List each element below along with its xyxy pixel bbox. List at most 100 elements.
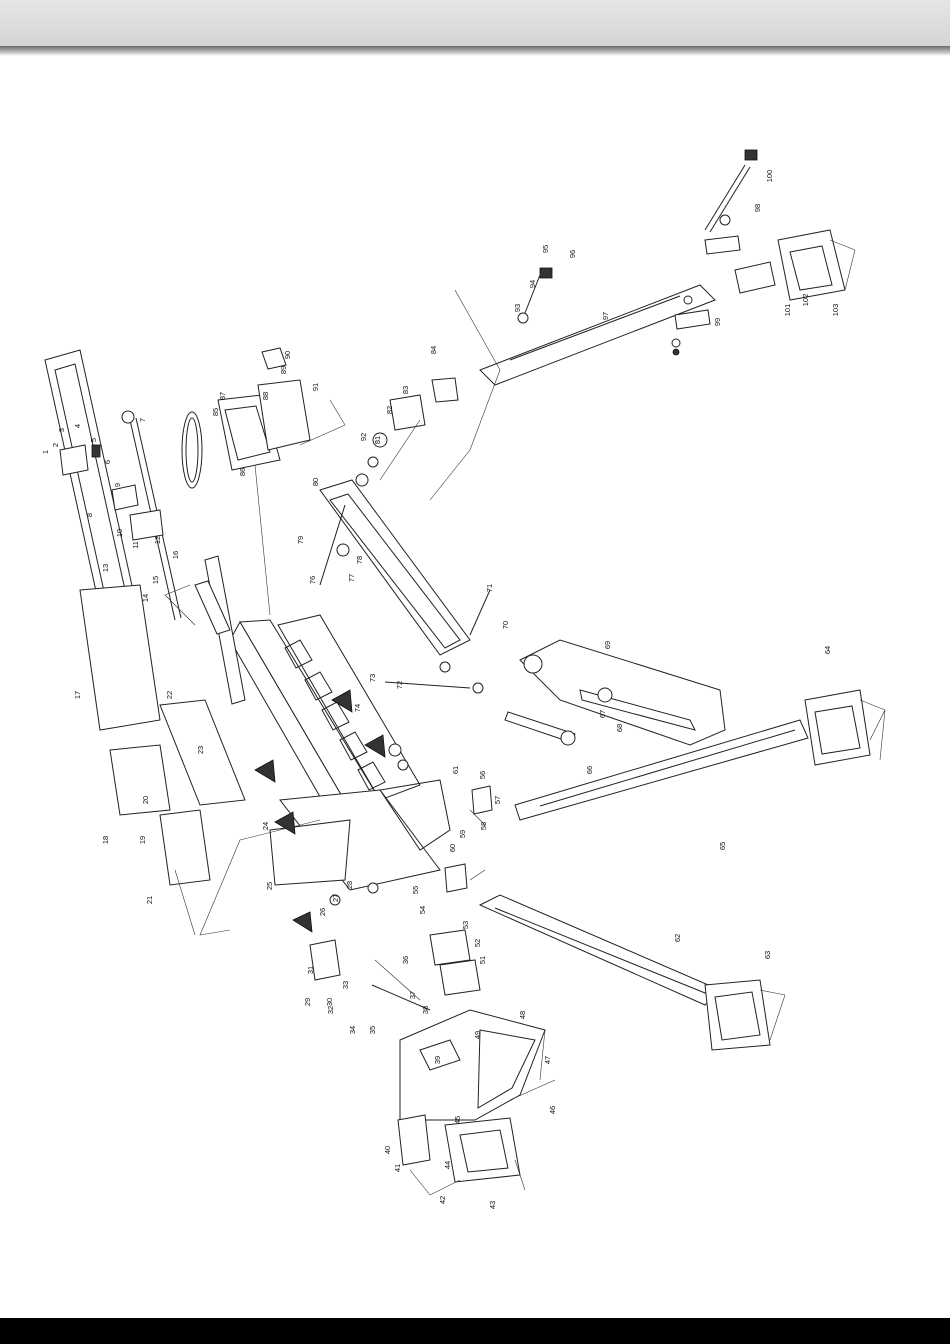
part-label-42: 42 bbox=[438, 1196, 447, 1204]
part-label-94: 94 bbox=[528, 280, 537, 288]
part-label-37: 37 bbox=[408, 991, 417, 999]
foot-63 bbox=[705, 980, 770, 1050]
part-label-76: 76 bbox=[308, 576, 317, 584]
part-label-12: 12 bbox=[153, 536, 162, 544]
part-label-54: 54 bbox=[418, 906, 427, 914]
footer-band bbox=[0, 1318, 950, 1344]
part-label-81: 81 bbox=[373, 436, 382, 444]
part-label-52: 52 bbox=[473, 939, 482, 947]
part-label-69: 69 bbox=[603, 641, 612, 649]
part-label-71: 71 bbox=[485, 584, 494, 592]
part-label-4: 4 bbox=[73, 424, 82, 428]
arm-75 bbox=[320, 480, 470, 655]
part-label-47: 47 bbox=[543, 1056, 552, 1064]
foot-102 bbox=[778, 230, 845, 300]
part-label-26: 26 bbox=[318, 908, 327, 916]
part-label-70: 70 bbox=[501, 621, 510, 629]
bracket-18 bbox=[110, 745, 170, 815]
part-label-80: 80 bbox=[311, 478, 320, 486]
tube-97 bbox=[480, 285, 715, 385]
part-label-88: 88 bbox=[261, 392, 270, 400]
part-label-60: 60 bbox=[448, 844, 457, 852]
block-56b bbox=[445, 864, 467, 892]
part-label-36: 36 bbox=[401, 956, 410, 964]
part-label-1: 1 bbox=[41, 450, 50, 454]
part-label-68: 68 bbox=[615, 724, 624, 732]
bracket-99a bbox=[705, 236, 740, 254]
part-label-28: 28 bbox=[345, 881, 354, 889]
part-label-100: 100 bbox=[765, 170, 774, 183]
part-label-9: 9 bbox=[113, 483, 122, 487]
part-label-57: 57 bbox=[493, 796, 502, 804]
part-label-95: 95 bbox=[541, 245, 550, 253]
part-label-18: 18 bbox=[101, 836, 110, 844]
part-label-64: 64 bbox=[823, 646, 832, 654]
part-label-89: 89 bbox=[279, 366, 288, 374]
part-label-82: 82 bbox=[385, 406, 394, 414]
clip-101 bbox=[735, 262, 775, 293]
part-label-86: 86 bbox=[238, 468, 247, 476]
part-label-55: 55 bbox=[411, 886, 420, 894]
part-label-2: 2 bbox=[51, 443, 60, 447]
bracket-84 bbox=[432, 378, 458, 402]
part-label-103: 103 bbox=[831, 304, 840, 317]
part-label-24: 24 bbox=[261, 822, 270, 830]
part-label-19: 19 bbox=[138, 836, 147, 844]
part-label-48: 48 bbox=[518, 1011, 527, 1019]
part-label-17: 17 bbox=[73, 691, 82, 699]
part-label-25: 25 bbox=[265, 882, 274, 890]
part-label-5: 5 bbox=[89, 438, 98, 442]
part-label-101: 101 bbox=[783, 304, 792, 317]
seat-assembly-87 bbox=[218, 348, 310, 470]
part-label-79: 79 bbox=[296, 536, 305, 544]
part-label-23: 23 bbox=[196, 746, 205, 754]
gusset-24c bbox=[255, 760, 275, 782]
part-label-6: 6 bbox=[103, 460, 112, 464]
block-56a bbox=[472, 786, 492, 814]
bottom-plate bbox=[160, 810, 210, 885]
part-label-44: 44 bbox=[443, 1161, 452, 1169]
part-label-91: 91 bbox=[311, 383, 320, 391]
part-label-77: 77 bbox=[347, 574, 356, 582]
part-label-10: 10 bbox=[115, 529, 124, 537]
part-label-66: 66 bbox=[585, 766, 594, 774]
part-label-40: 40 bbox=[383, 1146, 392, 1154]
part-label-15: 15 bbox=[151, 576, 160, 584]
part-label-78: 78 bbox=[355, 556, 364, 564]
part-label-99: 99 bbox=[713, 318, 722, 326]
part-label-53: 53 bbox=[461, 921, 470, 929]
part-label-61: 61 bbox=[451, 766, 460, 774]
part-label-14: 14 bbox=[141, 594, 150, 602]
part-label-22: 22 bbox=[165, 691, 174, 699]
gusset-23 bbox=[293, 912, 312, 932]
part-label-35: 35 bbox=[368, 1026, 377, 1034]
part-label-67: 67 bbox=[598, 710, 607, 718]
part-label-90: 90 bbox=[283, 351, 292, 359]
header-shadow bbox=[0, 46, 950, 56]
part-label-13: 13 bbox=[101, 564, 110, 572]
bracket-82 bbox=[390, 395, 425, 430]
part-label-85: 85 bbox=[211, 408, 220, 416]
part-label-32: 32 bbox=[326, 1006, 335, 1014]
part-label-65: 65 bbox=[718, 842, 727, 850]
part-label-58: 58 bbox=[479, 822, 488, 830]
part-label-98: 98 bbox=[753, 204, 762, 212]
part-label-96: 96 bbox=[568, 250, 577, 258]
part-label-11: 11 bbox=[131, 541, 140, 549]
plate-44 bbox=[445, 1118, 520, 1182]
part-label-7: 7 bbox=[138, 418, 147, 422]
part-label-72: 72 bbox=[395, 681, 404, 689]
part-label-93: 93 bbox=[513, 304, 522, 312]
spring-85 bbox=[182, 412, 202, 488]
part-label-56: 56 bbox=[478, 771, 487, 779]
part-label-31: 31 bbox=[306, 966, 315, 974]
part-label-97: 97 bbox=[601, 312, 610, 320]
part-label-74: 74 bbox=[353, 704, 362, 712]
part-label-49: 49 bbox=[473, 1031, 482, 1039]
block-51 bbox=[440, 960, 480, 995]
part-label-20: 20 bbox=[141, 796, 150, 804]
exploded-parts-diagram: 1234567891011121314151617181920212223242… bbox=[0, 56, 950, 1318]
part-label-59: 59 bbox=[458, 830, 467, 838]
part-label-34: 34 bbox=[348, 1026, 357, 1034]
part-label-3: 3 bbox=[57, 428, 66, 432]
